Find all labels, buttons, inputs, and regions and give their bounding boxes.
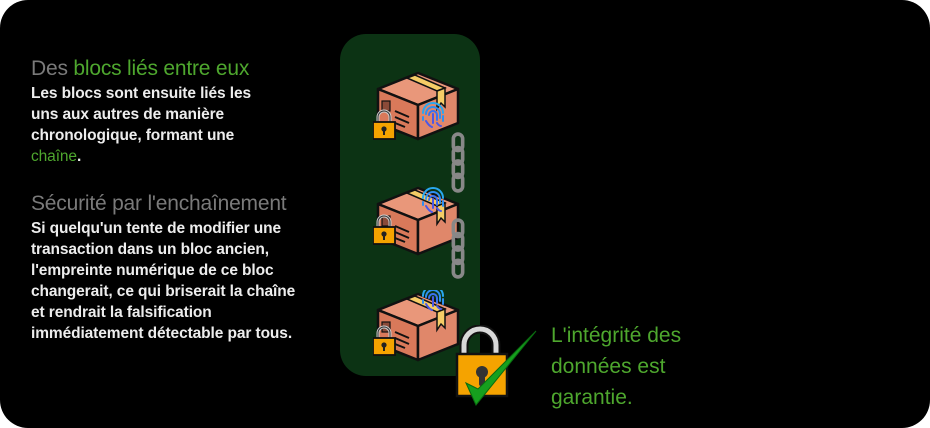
result-text: L'intégrité des données est garantie. (551, 320, 681, 413)
block-1 (373, 71, 460, 141)
section2-line: transaction dans un bloc ancien, (31, 241, 269, 258)
block-3 (373, 290, 460, 362)
section2-line: Si quelqu'un tente de modifier une (31, 220, 282, 237)
section2-line: immédiatement détectable par tous. (31, 325, 293, 342)
section1-line: chronologique, formant une (31, 127, 235, 144)
section2-body: Si quelqu'un tente de modifier une trans… (31, 218, 295, 344)
chain-word-highlight: chaîne (31, 148, 77, 165)
chain-icon (451, 132, 465, 193)
result-line: L'intégrité des (551, 324, 682, 347)
section1-title-prefix: Des (31, 57, 74, 80)
section1-line: uns aux autres de manière (31, 106, 225, 123)
section1-line: chaîne. (31, 146, 251, 167)
result-line: données est (551, 355, 666, 378)
section1-title: Des blocs liés entre eux (31, 57, 249, 81)
section2-line: et rendrait la falsification (31, 304, 212, 321)
block-2 (373, 186, 460, 256)
section2-title: Sécurité par l'enchaînement (31, 192, 287, 215)
result-line: garantie. (551, 386, 633, 409)
section1-suffix: . (76, 148, 82, 165)
section2-line: l'empreinte numérique de ce bloc (31, 262, 274, 279)
section1-line: Les blocs sont ensuite liés les (31, 85, 252, 102)
section2-line: changerait, ce qui briserait la chaîne (31, 283, 296, 300)
section1-title-highlight: blocs liés entre eux (73, 57, 250, 80)
section1-body: Les blocs sont ensuite liés les uns aux … (31, 83, 251, 167)
padlock-check-icon (455, 325, 537, 406)
chain-icon (451, 218, 465, 279)
